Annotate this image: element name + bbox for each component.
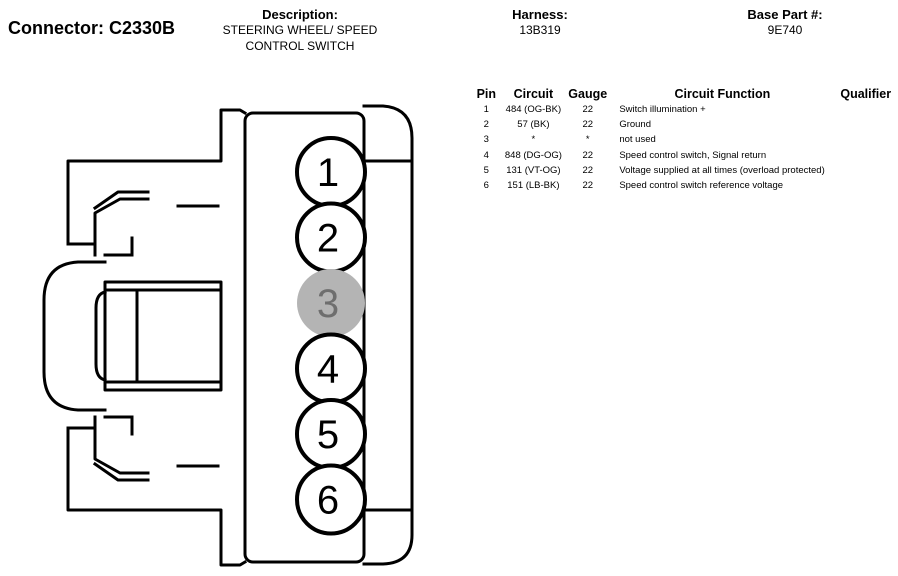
table-row: 6 151 (LB-BK) 22 Speed control switch re…	[470, 178, 898, 193]
connector-body	[243, 111, 366, 564]
row-gauge: *	[585, 134, 590, 146]
pin-4-label: 4	[317, 348, 339, 392]
table-row: 3 * * not used	[470, 132, 898, 147]
pin-group: 1 2 3 4 5 6	[295, 136, 367, 536]
connector-flange	[66, 108, 248, 246]
connector-flange-bottom	[66, 426, 248, 567]
pin-6-circle	[295, 463, 367, 536]
harness-label: Harness:	[512, 7, 568, 22]
latch-rail-upper	[66, 197, 150, 246]
harness-block: Harness: 13B319	[490, 7, 590, 38]
header-qualifier: Qualifier	[840, 87, 892, 101]
row-circuit: 484 (OG-BK)	[505, 104, 562, 115]
connector-right-cap	[362, 104, 414, 566]
row-pin: 6	[483, 180, 489, 192]
row-pin: 5	[483, 164, 489, 176]
connector-title: Connector: C2330B	[8, 18, 176, 38]
base-part-value: 9E740	[767, 23, 803, 37]
latch-tab-slot	[103, 280, 223, 392]
table-row: 2 57 (BK) 22 Ground	[470, 117, 898, 132]
pinout-table: Pin Circuit Gauge Circuit Function Quali…	[470, 86, 898, 193]
description-line-2: CONTROL SWITCH	[245, 39, 355, 53]
row-function: Voltage supplied at all times (overload …	[619, 164, 825, 176]
pin-1-label: 1	[317, 151, 339, 195]
row-gauge: 22	[582, 104, 594, 115]
pin-3-circle	[297, 269, 365, 337]
row-circuit: 151 (LB-BK)	[507, 180, 560, 192]
table-row: 1 484 (OG-BK) 22 Switch illumination +	[470, 102, 898, 117]
row-circuit: 57 (BK)	[517, 119, 550, 131]
row-function: Switch illumination +	[619, 104, 706, 115]
row-function: Speed control switch, Signal return	[619, 149, 767, 161]
row-gauge: 22	[582, 119, 594, 131]
description-label: Description:	[262, 7, 338, 22]
harness-value: 13B319	[519, 23, 561, 37]
base-part-label: Base Part #:	[747, 7, 823, 22]
row-pin: 1	[483, 104, 489, 115]
row-function: not used	[619, 134, 656, 146]
header-pin: Pin	[476, 87, 497, 101]
latch-tab-outer	[42, 260, 107, 412]
row-function: Speed control switch reference voltage	[619, 180, 784, 192]
row-gauge: 22	[582, 149, 594, 161]
pin-6-label: 6	[317, 479, 339, 523]
row-pin: 4	[483, 149, 489, 161]
table-row: 5 131 (VT-OG) 22 Voltage supplied at all…	[470, 163, 898, 178]
description-block: Description: STEERING WHEEL/ SPEED CONTR…	[205, 7, 395, 54]
pin-2-label: 2	[317, 217, 339, 261]
pin-5-label: 5	[317, 413, 339, 457]
row-gauge: 22	[582, 180, 594, 192]
latch-tab-bump	[94, 290, 107, 382]
row-pin: 3	[483, 134, 489, 146]
description-line-1: STEERING WHEEL/ SPEED	[222, 23, 378, 37]
row-circuit: *	[531, 134, 536, 146]
pinout-header-row: Pin Circuit Gauge Circuit Function Quali…	[470, 86, 898, 102]
row-circuit: 131 (VT-OG)	[506, 164, 561, 176]
latch-rail-lower	[66, 426, 150, 475]
latch-rail-upper-inner	[92, 190, 150, 211]
row-pin: 2	[483, 119, 489, 131]
latch-rail-lower-inner	[92, 461, 150, 482]
header-circuit: Circuit	[513, 87, 554, 101]
row-circuit: 848 (DG-OG)	[504, 149, 562, 161]
pin-3-label: 3	[317, 282, 339, 326]
row-gauge: 22	[582, 164, 594, 176]
base-part-block: Base Part #: 9E740	[720, 7, 850, 38]
header-gauge: Gauge	[568, 87, 608, 101]
row-function: Ground	[619, 119, 651, 131]
header-function: Circuit Function	[674, 87, 771, 101]
table-row: 4 848 (DG-OG) 22 Speed control switch, S…	[470, 148, 898, 163]
